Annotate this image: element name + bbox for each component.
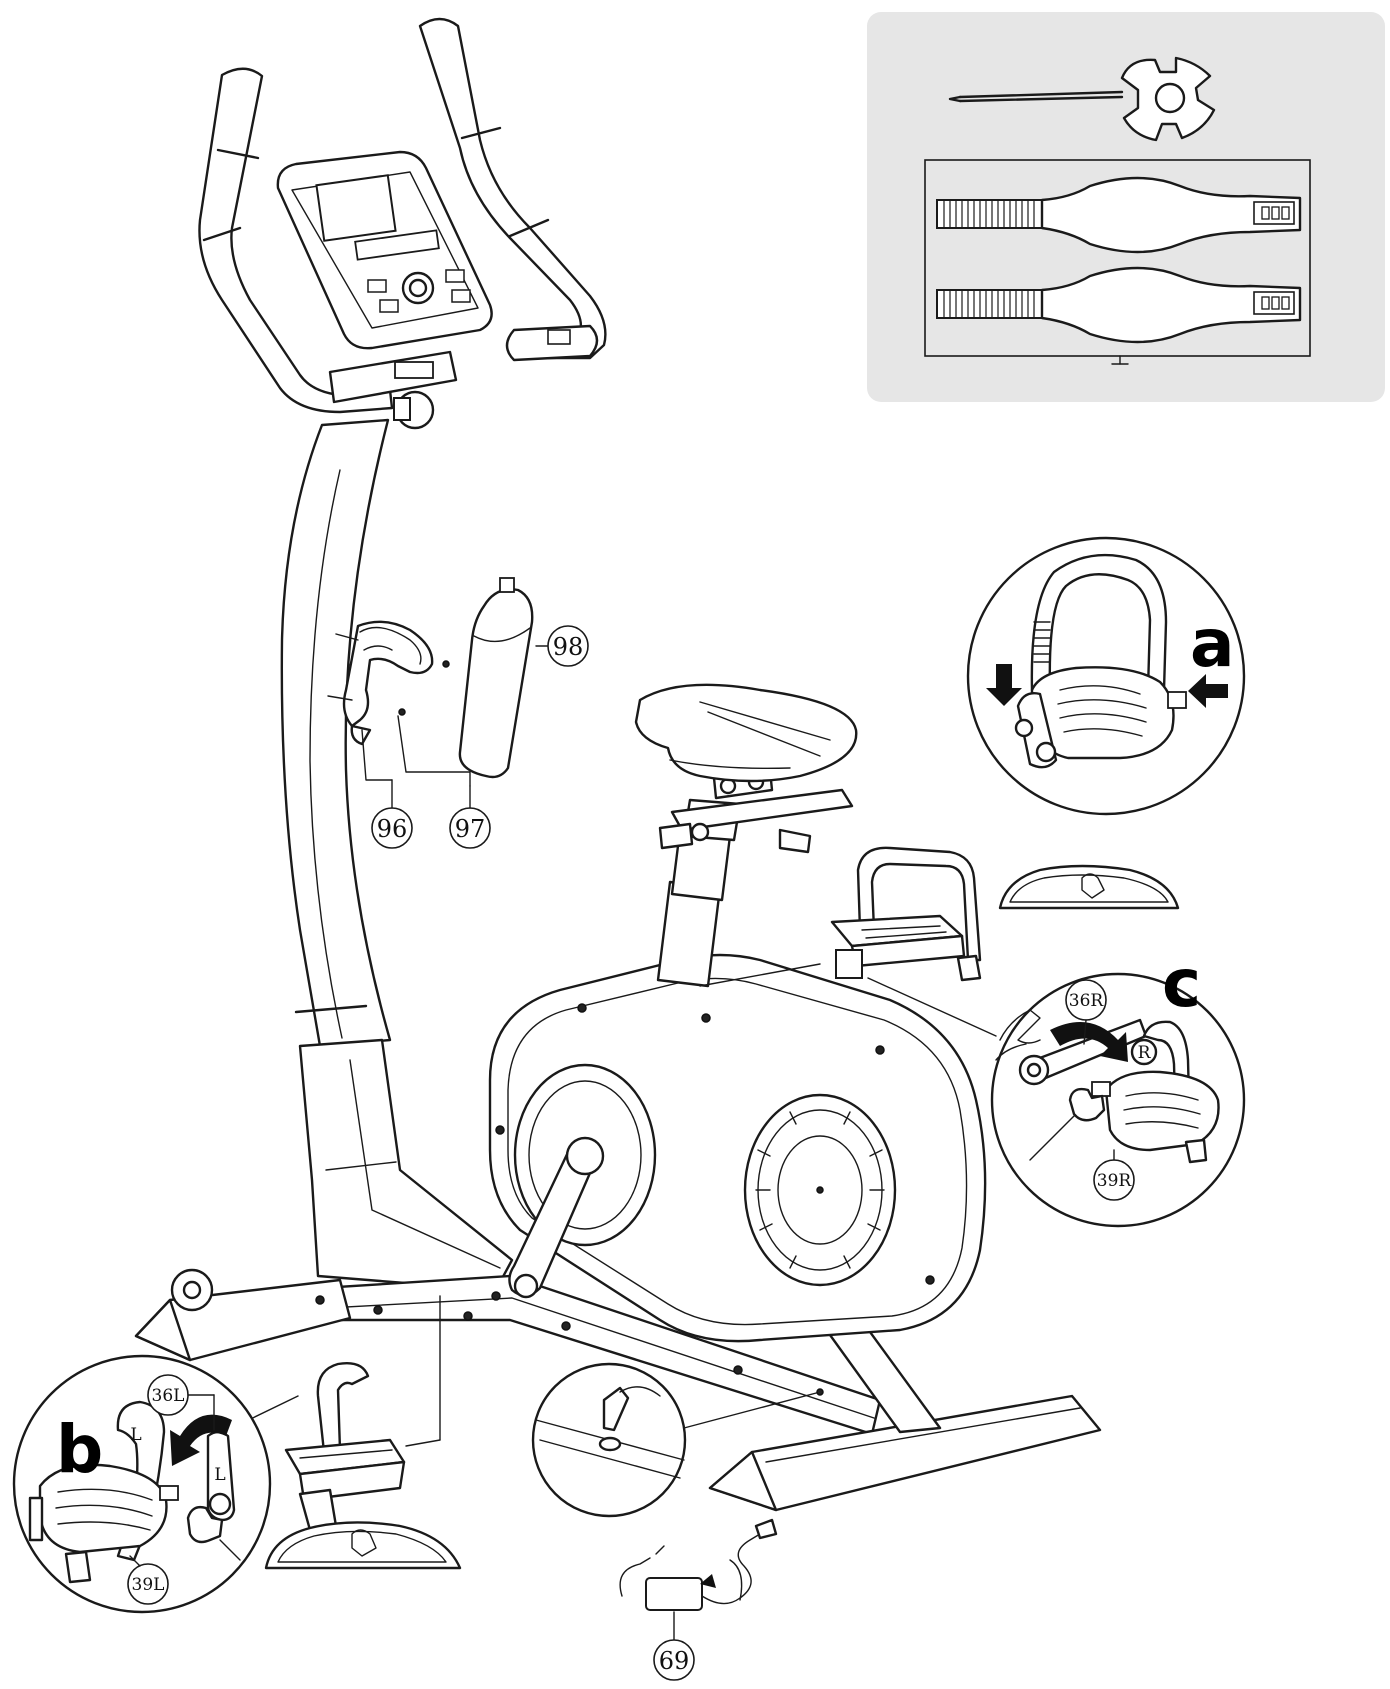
svg-text:39L: 39L	[132, 1575, 165, 1595]
console	[276, 150, 493, 350]
svg-text:R: R	[1138, 1043, 1152, 1063]
svg-text:L: L	[214, 1465, 225, 1485]
pedal-strap-icon	[936, 176, 1302, 254]
svg-text:39R: 39R	[1097, 1171, 1133, 1191]
part-callout-96: 96	[371, 807, 413, 849]
left-pedal	[284, 1362, 406, 1536]
part-callout-97: 97	[449, 807, 491, 849]
svg-text:b: b	[56, 1411, 103, 1488]
svg-text:69: 69	[659, 1647, 690, 1675]
part-callout-69: 69	[653, 1639, 695, 1681]
floor-pad	[264, 1521, 462, 1570]
detail-c: R 36R 39R c	[699, 945, 1246, 1228]
multi-tool-wrench-icon	[948, 56, 1216, 142]
detail-b: L L 36L 39L b	[12, 1354, 272, 1614]
exercise-bike	[134, 17, 1180, 1512]
svg-text:96: 96	[377, 815, 408, 843]
detail-a: a	[966, 536, 1246, 816]
svg-text:c: c	[1162, 945, 1201, 1022]
svg-text:98: 98	[553, 633, 584, 661]
svg-text:36L: 36L	[152, 1386, 185, 1406]
right-pedal	[830, 846, 982, 982]
svg-text:97: 97	[455, 815, 486, 843]
pedal-strap-icon	[936, 266, 1302, 344]
svg-text:36R: 36R	[1069, 991, 1105, 1011]
hardware-panel	[867, 12, 1385, 402]
water-bottle	[458, 577, 534, 779]
power-adapter-icon	[619, 1518, 778, 1641]
part-callout-98: 98	[547, 625, 589, 667]
floor-pad	[998, 864, 1180, 910]
bottle-cage	[327, 620, 450, 746]
svg-text:a: a	[1190, 605, 1235, 682]
svg-text:L: L	[130, 1425, 141, 1445]
power-jack-detail	[531, 1362, 824, 1518]
